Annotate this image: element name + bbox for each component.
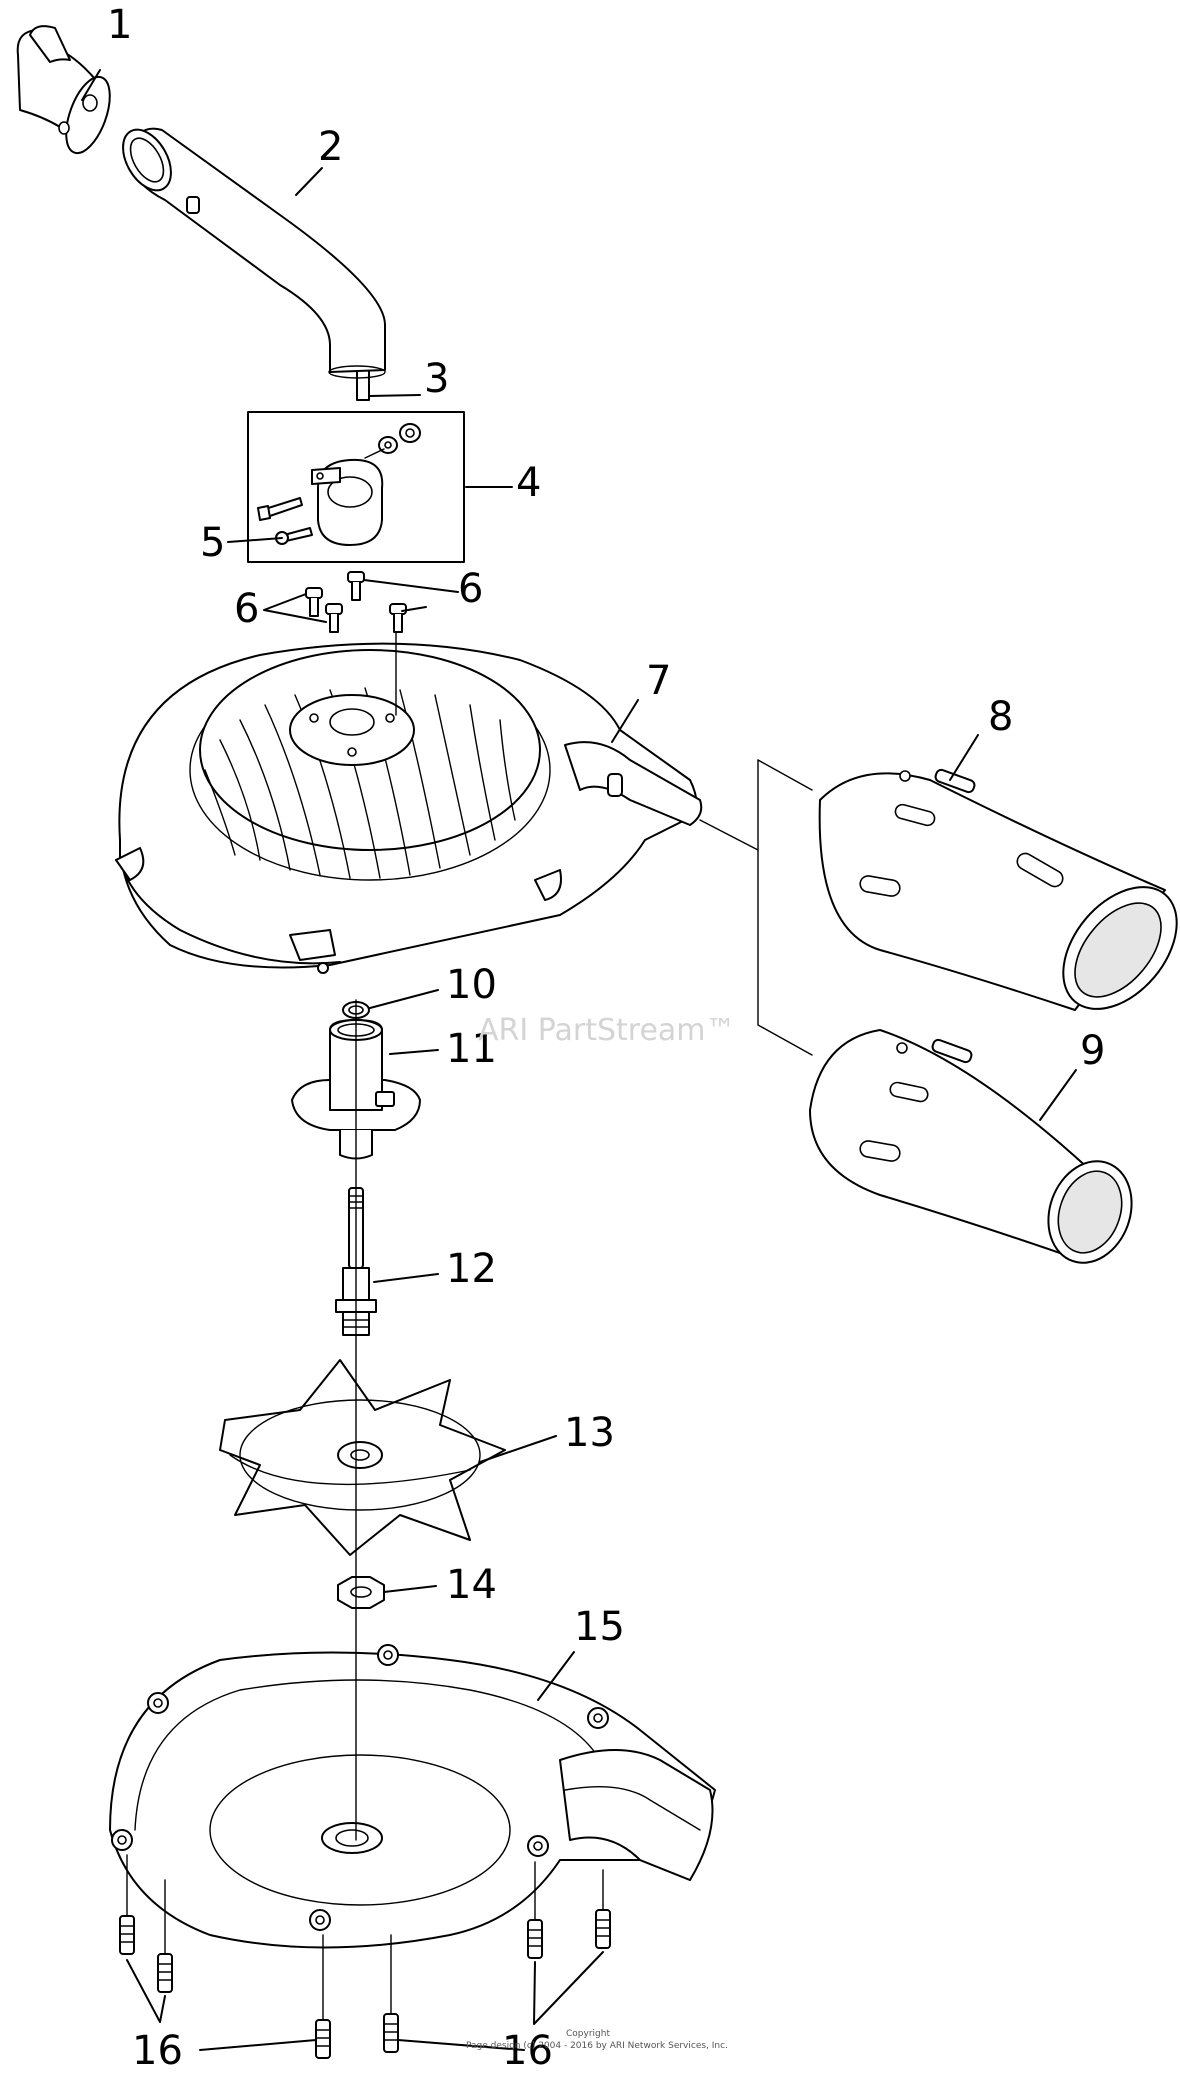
part-8-oval-nozzle [818,768,1178,1011]
part-7-upper-housing [115,642,703,974]
callout-labels: 1 2 3 4 5 6 6 7 8 9 10 11 12 13 14 15 16… [107,2,1105,2074]
part-1-tube-end [16,25,111,155]
part-13-fan [219,1359,506,1556]
bracket-line [757,759,813,791]
callout-16b: 16 [502,2028,553,2074]
callout-9: 9 [1080,1028,1105,1074]
callout-3: 3 [424,356,449,402]
part-15-lower-housing [109,1644,716,1949]
callout-10: 10 [446,962,497,1008]
callout-14: 14 [446,1562,497,1608]
leader-lines [81,69,1077,2051]
bracket-line [699,819,759,851]
watermark: ARI PartStream™ [478,1013,736,1048]
copyright-line2: Page design (c) 2004 - 2016 by ARI Netwo… [466,2041,728,2051]
callout-1: 1 [107,2,132,48]
callout-6a: 6 [458,566,483,612]
callout-6b: 6 [234,586,259,632]
callout-8: 8 [988,694,1013,740]
bracket-line [757,759,813,1056]
callout-13: 13 [564,1410,615,1456]
copyright-line1: Copyright [566,2029,610,2039]
callout-5: 5 [200,520,225,566]
part-6-screws [305,571,407,633]
callout-15: 15 [574,1604,625,1650]
part-2-bent-tube [122,127,386,401]
callout-12: 12 [446,1246,497,1292]
callout-2: 2 [318,124,343,170]
callout-7: 7 [646,658,671,704]
part-4-clamp-kit [247,411,465,563]
part-9-round-nozzle [809,1029,1133,1264]
callout-16a: 16 [132,2028,183,2074]
part-14-nut [337,1576,385,1609]
part-16-screws [119,1854,611,2059]
callout-4: 4 [516,460,541,506]
callout-11: 11 [446,1026,497,1072]
